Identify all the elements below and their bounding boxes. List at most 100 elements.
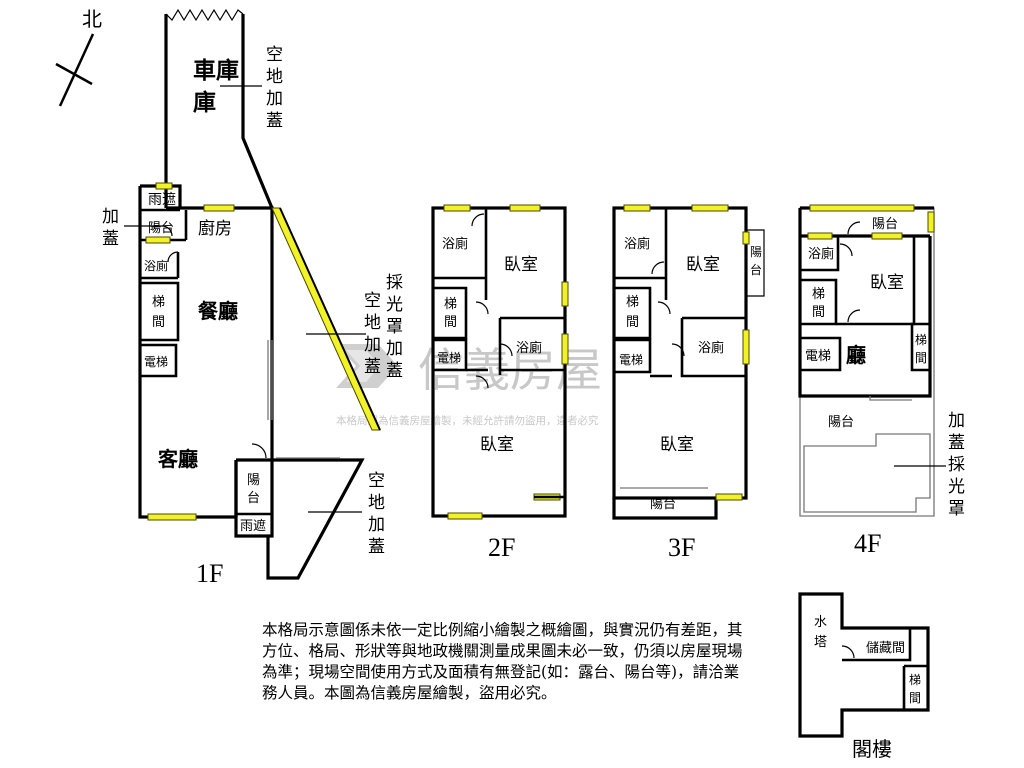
skylight-4f-char-4: 光 <box>948 477 965 497</box>
floor-label-1f: 1F <box>196 559 223 588</box>
stairs-west-4f-char-1: 梯 <box>812 287 825 302</box>
floor-label-attic: 閣樓 <box>852 737 892 761</box>
stairs-4f-walls <box>800 278 838 326</box>
door-arc-4f-balcony-icon <box>847 221 861 235</box>
door-arc-3f-stairs-icon <box>657 301 671 315</box>
garage-door-icon <box>165 8 244 22</box>
annotation-south-extension-4: 蓋 <box>368 537 385 557</box>
skylight-4f-char-3: 採 <box>948 455 965 475</box>
elevator-3f-walls <box>614 338 652 374</box>
door-arc-balcony-icon <box>251 443 267 459</box>
north-label: 北 <box>82 7 102 31</box>
stairs-1f-walls <box>140 281 180 342</box>
annotation-side-extension-1: 空 <box>364 291 381 311</box>
balcony-south-3f <box>612 498 718 520</box>
floor-label-4f: 4F <box>854 529 881 558</box>
hall-4f-label: 廳 <box>846 343 866 367</box>
annotation-side-extension-4: 蓋 <box>364 357 381 377</box>
balcony-south-1f-char-1: 陽 <box>247 473 260 488</box>
window-4f-ne <box>927 211 935 233</box>
storage-attic-label: 儲藏間 <box>866 641 905 656</box>
annotation-skylight-1: 採 <box>386 273 403 293</box>
door-arc-2f-center-bath-icon <box>499 343 513 357</box>
stairs-attic-char-2: 間 <box>909 691 921 705</box>
door-arc-2f-bath-icon <box>471 213 485 227</box>
door-arc-4f-bath-icon <box>839 243 853 257</box>
elevator-4f-walls <box>800 336 842 372</box>
window-4f-bedroom <box>871 232 903 240</box>
annotation-garage-extension-2: 地 <box>266 67 283 87</box>
stairs-3f-walls <box>614 286 652 340</box>
door-arc-3f-bath-icon <box>651 261 665 275</box>
window-balcony-west <box>145 236 171 244</box>
door-arc-attic-icon <box>841 645 855 659</box>
dining-label: 餐廳 <box>198 299 238 323</box>
window-3f-nw <box>623 204 651 212</box>
skylight-4f-char-1: 加 <box>948 411 965 431</box>
bedroom-4f-label: 臥室 <box>870 273 904 293</box>
door-arc-2f-bedroom-icon <box>475 375 489 389</box>
window-2f-east-2 <box>561 333 569 365</box>
bath-4f-walls <box>800 236 840 272</box>
bath-nw-3f-label: 浴廁 <box>624 236 650 252</box>
window-2f-ne <box>509 204 541 212</box>
annotation-west-extension-1: 加 <box>102 207 119 227</box>
storage-walls-attic <box>842 628 912 662</box>
bath-1f-label: 浴廁 <box>144 258 168 273</box>
bedroom-south-2f-wall <box>466 368 502 375</box>
stairs-3f-char-2: 間 <box>626 315 639 330</box>
bath-nw-2f-walls <box>433 208 488 300</box>
balcony-south-1f-char-2: 台 <box>247 491 260 506</box>
window-2f-nw <box>443 204 471 212</box>
window-rain-cover <box>155 182 173 190</box>
annotation-side-extension-2: 地 <box>364 313 381 333</box>
balcony-south-1f-label: 陽 台 <box>247 473 260 506</box>
window-4f-north <box>809 204 915 212</box>
stairs-attic-char-1: 梯 <box>909 673 921 687</box>
bedroom-north-3f-label: 臥室 <box>686 255 720 275</box>
door-arc-4f-stairs-icon <box>847 309 861 323</box>
kitchen-label: 廚房 <box>198 218 232 239</box>
skylight-4f-char-5: 罩 <box>948 499 965 519</box>
annotation-south-extension-2: 地 <box>368 493 385 513</box>
window-3f-ne <box>691 204 729 212</box>
elevator-1f-label: 電梯 <box>144 355 168 369</box>
door-arc-3f-bedroom-icon <box>671 343 685 357</box>
stairs-east-4f-walls <box>910 322 932 372</box>
balcony-west-label: 陽台 <box>148 221 174 236</box>
water-tower-char-1: 水 <box>814 615 827 630</box>
annotation-skylight-5: 蓋 <box>386 361 403 381</box>
annotation-garage-extension-3: 加 <box>266 89 283 109</box>
disclaimer-text: 本格局示意圖係未依一定比例縮小繪製之概繪圖，與實況仍有差距，其方位、格局、形狀等… <box>262 621 743 702</box>
annotation-west-extension-2: 蓋 <box>102 229 119 249</box>
elevator-2f-label: 電梯 <box>437 351 461 365</box>
elevator-4f-label: 電梯 <box>805 349 831 364</box>
rain-cover-bottom-label: 雨遮 <box>240 518 266 534</box>
skylight-area-4f <box>803 433 931 513</box>
floor-label-3f: 3F <box>668 533 695 562</box>
balcony-east-3f-char-1: 陽 <box>750 245 762 259</box>
bath-center-3f-label: 浴廁 <box>698 340 724 356</box>
rain-cover-top-label: 雨遮 <box>148 192 176 208</box>
stairs-1f-char-1: 梯 <box>152 295 165 310</box>
bedroom-south-3f-label: 臥室 <box>660 435 694 455</box>
balcony-south-1f <box>234 460 274 538</box>
watermark-notice: 本格局圖為信義房屋繪製，未經允許請勿盜用，違者必究 <box>336 414 599 427</box>
stairs-1f-label: 梯 間 <box>152 295 165 330</box>
stairs-west-4f-char-2: 間 <box>812 305 825 320</box>
stairs-east-4f-char-2: 間 <box>915 351 927 365</box>
annotation-skylight-3: 罩 <box>386 317 403 337</box>
bath-1f-walls <box>140 252 180 280</box>
floor-2f: 浴廁 臥室 梯 間 浴廁 電梯 臥室 2F <box>431 204 569 562</box>
elevator-1f-walls <box>140 343 178 378</box>
bath-center-3f-walls <box>680 316 746 378</box>
floor-3f: 浴廁 臥室 陽 台 梯 間 浴廁 電梯 臥室 陽台 3F <box>612 204 765 562</box>
window-kitchen <box>203 204 235 212</box>
window-2f-south-1 <box>447 512 483 520</box>
window-3f-south <box>715 493 743 501</box>
south-extension-outline <box>266 458 365 580</box>
garage-name: 車庫 <box>193 57 239 84</box>
annotation-south-extension-3: 加 <box>368 515 385 535</box>
door-arc-kitchen-icon <box>161 225 173 237</box>
annotation-garage-extension-4: 蓋 <box>266 111 283 131</box>
